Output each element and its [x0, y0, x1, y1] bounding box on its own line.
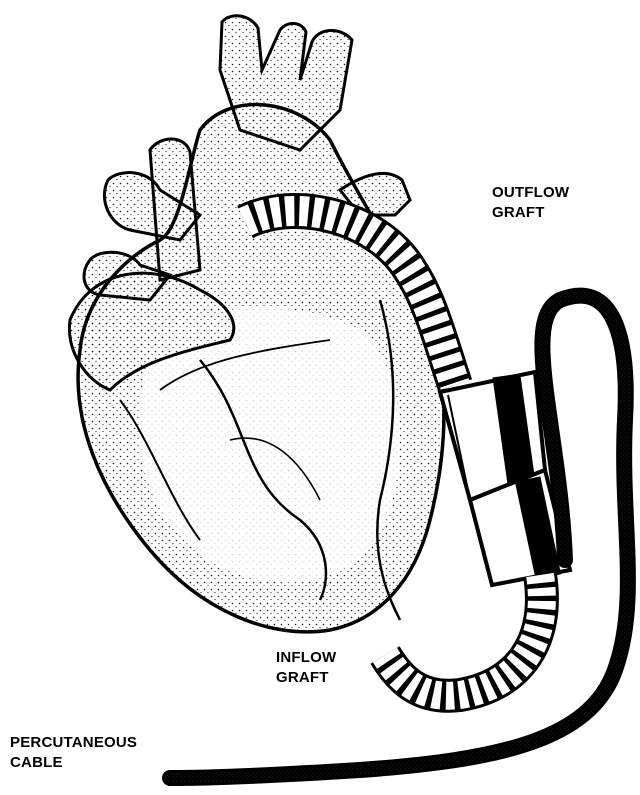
outflow-graft-label: OUTFLOW GRAFT — [492, 183, 569, 223]
inflow-graft-label: INFLOW GRAFT — [276, 648, 336, 688]
percutaneous-cable-label: PERCUTANEOUS CABLE — [10, 733, 137, 773]
inflow-graft-label-line2: GRAFT — [276, 668, 336, 688]
outflow-graft-label-line2: GRAFT — [492, 203, 569, 223]
outflow-graft-label-line1: OUTFLOW — [492, 183, 569, 203]
percutaneous-cable-label-line1: PERCUTANEOUS — [10, 733, 137, 753]
inflow-graft — [385, 575, 542, 696]
inflow-graft-label-line1: INFLOW — [276, 648, 336, 668]
percutaneous-cable-label-line2: CABLE — [10, 753, 137, 773]
